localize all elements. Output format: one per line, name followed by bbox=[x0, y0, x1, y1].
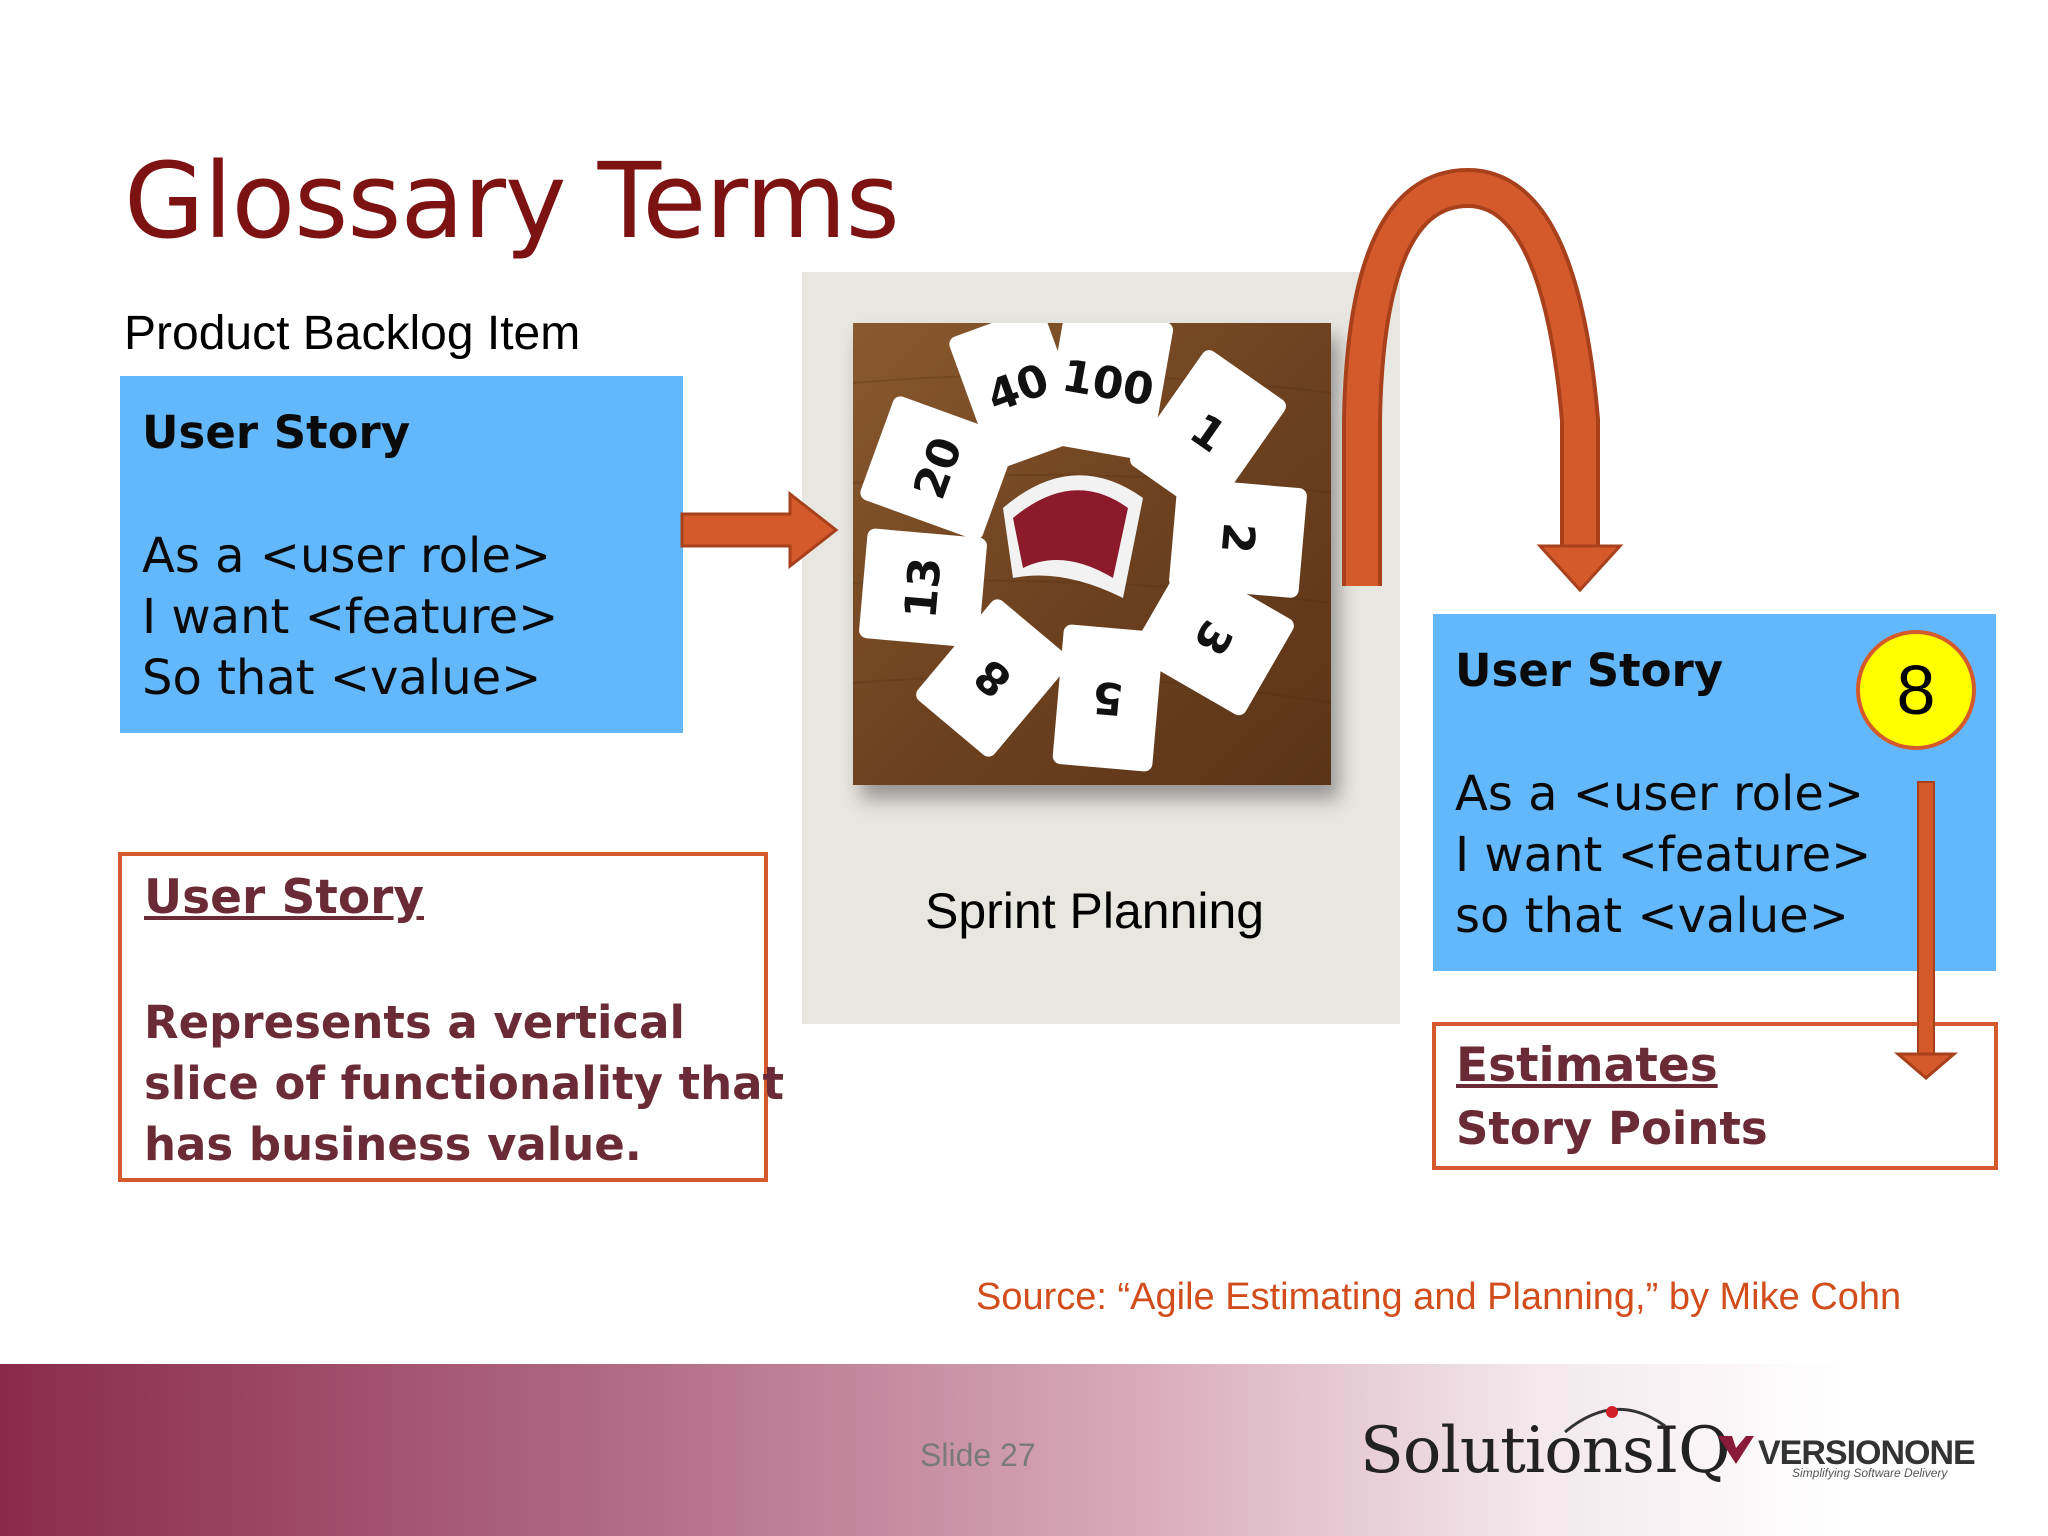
arrow-right-icon bbox=[680, 490, 839, 570]
solutionsiq-logo-arc-icon bbox=[1564, 1406, 1666, 1434]
footer-band bbox=[0, 1364, 2048, 1536]
story-line-feature: I want <feature> bbox=[142, 589, 559, 645]
definition-line-2: slice of functionality that bbox=[144, 1057, 785, 1110]
story-line-role: As a <user role> bbox=[142, 528, 552, 584]
down-arrow-icon bbox=[1893, 1052, 1959, 1080]
card-value: 5 bbox=[1091, 671, 1126, 724]
versionone-tagline: Simplifying Software Delivery bbox=[1792, 1466, 1948, 1480]
story-line-feature: I want <feature> bbox=[1455, 827, 1872, 883]
planning-poker-photo: 40 100 1 20 2 13 3 8 5 bbox=[853, 323, 1331, 785]
user-story-heading: User Story bbox=[1455, 644, 1724, 697]
user-story-definition-box: User Story Represents a vertical slice o… bbox=[118, 852, 784, 1182]
versionone-logo: VERSIONONE bbox=[1758, 1434, 1976, 1472]
slide-title: Glossary Terms bbox=[124, 140, 900, 262]
versionone-logo-mark-icon bbox=[1718, 1436, 1754, 1464]
source-citation: Source: “Agile Estimating and Planning,”… bbox=[976, 1276, 1902, 1318]
arch-arrowhead-icon bbox=[1536, 544, 1624, 593]
planning-poker-cards-image: 40 100 1 20 2 13 3 8 5 bbox=[853, 323, 1331, 785]
definition-line-1: Represents a vertical bbox=[144, 996, 685, 1049]
story-points-label: Story Points bbox=[1456, 1102, 1768, 1155]
down-arrow-shaft bbox=[1917, 781, 1935, 1063]
arch-arrow-icon bbox=[1346, 171, 1596, 586]
user-story-box-left: User Story As a <user role> I want <feat… bbox=[120, 376, 683, 733]
user-story-box-right: User Story As a <user role> I want <feat… bbox=[1433, 614, 1996, 971]
sprint-planning-caption: Sprint Planning bbox=[925, 883, 1265, 939]
card-value: 13 bbox=[895, 555, 951, 620]
story-line-value: So that <value> bbox=[142, 650, 542, 706]
story-line-role: As a <user role> bbox=[1455, 766, 1865, 822]
estimates-box: Estimates Story Points bbox=[1432, 1022, 1998, 1170]
card-value: 2 bbox=[1211, 520, 1264, 555]
definition-heading: User Story bbox=[144, 870, 424, 925]
slide-number: Slide 27 bbox=[920, 1437, 1036, 1473]
estimates-heading: Estimates bbox=[1456, 1038, 1718, 1093]
definition-line-3: has business value. bbox=[144, 1118, 642, 1171]
story-points-badge: 8 bbox=[1856, 630, 1976, 750]
product-backlog-item-label: Product Backlog Item bbox=[124, 307, 581, 360]
solutionsiq-logo: SolutionsIQ bbox=[1360, 1414, 1731, 1488]
story-line-value: so that <value> bbox=[1455, 888, 1849, 944]
user-story-heading: User Story bbox=[142, 406, 411, 459]
